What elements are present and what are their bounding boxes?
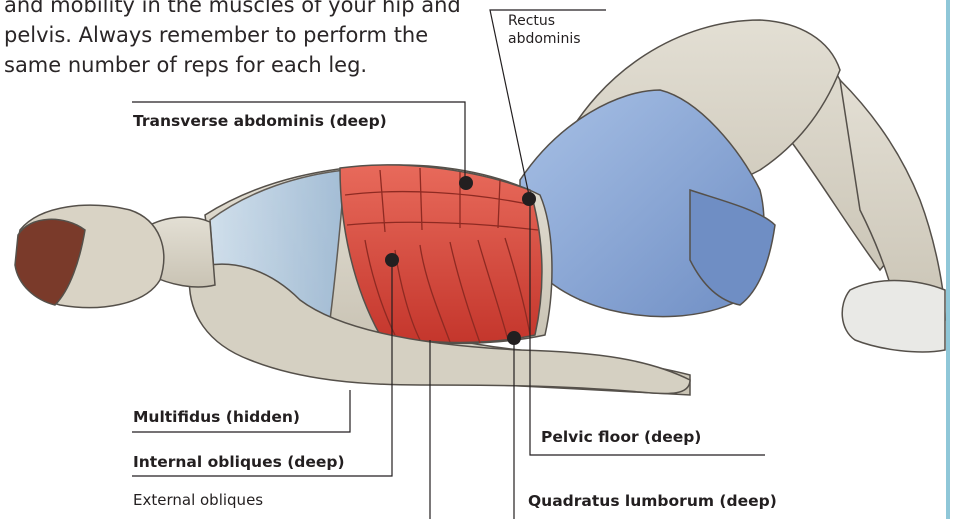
dot-internal: [385, 253, 399, 267]
label-internal-obliques: Internal obliques (deep): [133, 453, 345, 471]
label-rectus-line-2: abdominis: [508, 30, 581, 48]
dot-transverse: [459, 176, 473, 190]
label-transverse-abdominis: Transverse abdominis (deep): [133, 112, 387, 130]
label-rectus-line-1: Rectus: [508, 12, 581, 30]
label-rectus-abdominis: Rectus abdominis: [508, 12, 581, 48]
label-external-obliques: External obliques: [133, 491, 263, 509]
page-edge-rule: [946, 0, 950, 519]
label-multifidus: Multifidus (hidden): [133, 408, 300, 426]
dot-rectus: [522, 192, 536, 206]
label-quadratus-lumborum: Quadratus lumborum (deep): [528, 492, 777, 510]
dot-quadratus: [507, 331, 521, 345]
label-pelvic-floor: Pelvic floor (deep): [541, 428, 701, 446]
shoe: [842, 281, 945, 352]
legs: [520, 20, 945, 352]
abdominal-muscles: [340, 165, 542, 343]
